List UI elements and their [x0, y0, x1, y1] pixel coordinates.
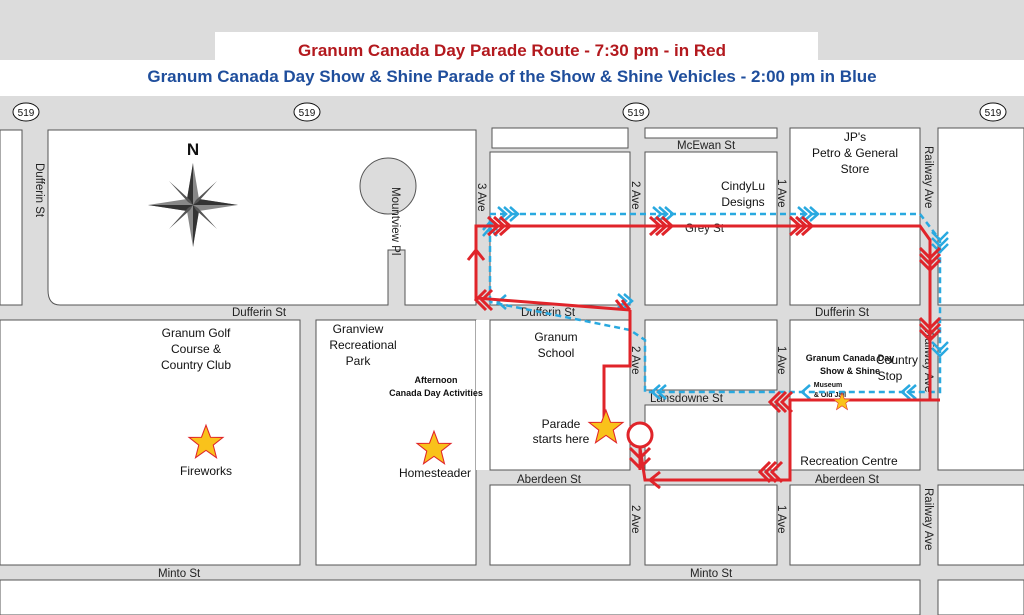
parade-start-label: Parade [542, 417, 581, 431]
street-labels: Dufferin St Mountview Pl 3 Ave 2 Ave 1 A… [33, 140, 934, 580]
street-aberdeen-st-west: Aberdeen St [517, 474, 582, 486]
svg-text:Country Club: Country Club [161, 358, 231, 372]
highway-519-marker: 519 [12, 102, 40, 122]
country-stop-label: Country [876, 353, 918, 367]
street-1-ave-south: 1 Ave [775, 505, 787, 534]
homesteader-star-icon [415, 429, 453, 465]
svg-text:Canada Day Activities: Canada Day Activities [389, 388, 483, 398]
fireworks-label: Fireworks [180, 464, 232, 478]
granview-park-label: Granview [333, 322, 384, 336]
title-show-shine: Granum Canada Day Show & Shine Parade of… [147, 67, 876, 86]
compass-rose-icon [148, 163, 238, 247]
svg-text:519: 519 [628, 108, 645, 119]
highway-519-marker: 519 [293, 102, 321, 122]
museum-label: Museum [814, 382, 842, 389]
fireworks-star-icon [187, 423, 225, 459]
svg-text:519: 519 [985, 108, 1002, 119]
street-lansdowne-st: Lansdowne St [650, 393, 724, 405]
show-shine-label: Granum Canada Day [806, 353, 895, 363]
street-2-ave-south: 2 Ave [629, 505, 641, 534]
svg-text:starts here: starts here [533, 432, 590, 446]
svg-text:Store: Store [841, 162, 870, 176]
svg-text:Designs: Designs [721, 195, 764, 209]
street-dufferin-vertical: Dufferin St [33, 163, 45, 218]
homesteader-label: Homesteader [399, 466, 471, 480]
jps-store-label: JP's [844, 130, 866, 144]
svg-text:& Old Jail: & Old Jail [814, 392, 846, 399]
afternoon-activities-label: Afternoon [415, 375, 458, 385]
svg-text:School: School [538, 346, 575, 360]
blank-label-box [808, 412, 896, 440]
svg-text:519: 519 [18, 108, 35, 119]
recreation-centre-label: Recreation Centre [800, 454, 898, 468]
street-mountview-pl: Mountview Pl [389, 187, 401, 255]
highway-519-marker: 519 [979, 102, 1007, 122]
parade-start-star-icon [587, 408, 625, 444]
highway-519-marker: 519 [622, 102, 650, 122]
street-mcewan-st: McEwan St [677, 140, 736, 152]
svg-text:519: 519 [299, 108, 316, 119]
parade-chevrons [466, 215, 942, 490]
street-3-ave: 3 Ave [475, 183, 487, 212]
highway-markers: 519 519 519 519 [12, 102, 1007, 122]
street-dufferin-st-west: Dufferin St [232, 307, 287, 319]
title-parade: Granum Canada Day Parade Route - 7:30 pm… [298, 41, 726, 60]
street-railway-ave-north: Railway Ave [922, 146, 934, 208]
svg-text:Stop: Stop [878, 369, 903, 383]
street-1-ave-middle: 1 Ave [775, 346, 787, 375]
svg-text:Park: Park [346, 354, 372, 368]
street-aberdeen-st-east: Aberdeen St [815, 474, 880, 486]
svg-text:Course &: Course & [171, 342, 221, 356]
street-2-ave-middle: 2 Ave [629, 346, 641, 375]
cindylu-designs-label: CindyLu [721, 179, 765, 193]
street-dufferin-st-east: Dufferin St [815, 307, 870, 319]
museum-star-icon [832, 391, 852, 411]
street-minto-st-east: Minto St [690, 568, 733, 580]
golf-course-label: Granum Golf [162, 326, 231, 340]
street-2-ave-north: 2 Ave [629, 181, 641, 210]
street-railway-ave-south: Railway Ave [922, 488, 934, 550]
title-box [215, 32, 818, 64]
granum-school-label: Granum [534, 330, 577, 344]
compass-north-label: N [187, 140, 199, 159]
parade-start-circle [626, 421, 654, 449]
street-1-ave-north: 1 Ave [775, 179, 787, 208]
star-icons [187, 391, 852, 465]
place-labels: JP's Petro & General Store CindyLu Desig… [161, 130, 918, 480]
street-minto-st-west: Minto St [158, 568, 201, 580]
svg-text:Recreational: Recreational [329, 338, 396, 352]
svg-text:Petro & General: Petro & General [812, 146, 898, 160]
svg-text:Show & Shine: Show & Shine [820, 366, 880, 376]
